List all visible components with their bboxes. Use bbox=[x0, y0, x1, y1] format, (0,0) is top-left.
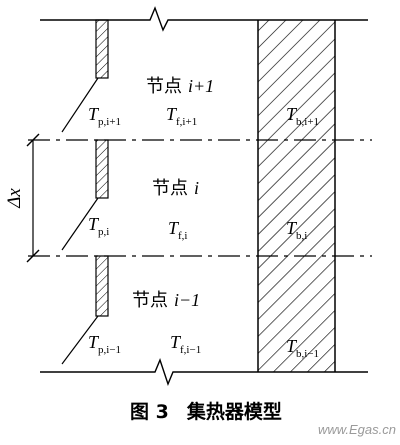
leader-line-top bbox=[61, 77, 99, 133]
node-index: i−1 bbox=[174, 290, 200, 310]
node-index: i+1 bbox=[188, 76, 214, 96]
tb-label-middle: Tb,i bbox=[286, 218, 307, 242]
top-boundary-line bbox=[40, 6, 368, 32]
node-word: 节点 bbox=[132, 290, 168, 311]
node-label-upper: 节点 i+1 bbox=[146, 76, 214, 97]
tp-label-lower: Tp,i−1 bbox=[88, 332, 121, 356]
leader-line-middle bbox=[61, 197, 99, 251]
tf-label-upper: Tf,i+1 bbox=[166, 104, 197, 128]
figure-title: 集热器模型 bbox=[186, 400, 282, 423]
leader-line-bottom bbox=[61, 315, 99, 365]
delta-x-label: Δx bbox=[4, 188, 25, 209]
node-label-middle: 节点 i bbox=[152, 178, 199, 199]
tf-label-middle: Tf,i bbox=[168, 218, 188, 242]
watermark: www.Egas.cn bbox=[318, 422, 396, 437]
back-plate bbox=[257, 20, 336, 372]
tf-label-lower: Tf,i−1 bbox=[170, 332, 201, 356]
bottom-boundary-line bbox=[40, 358, 368, 386]
absorber-plate-segment-middle bbox=[95, 139, 109, 199]
node-word: 节点 bbox=[152, 178, 188, 199]
node-label-lower: 节点 i−1 bbox=[132, 290, 200, 311]
tp-label-upper: Tp,i+1 bbox=[88, 104, 121, 128]
tb-label-lower: Tb,i−1 bbox=[286, 336, 319, 360]
figure-number: 图 3 bbox=[130, 401, 169, 423]
figure-caption: 图 3 集热器模型 bbox=[130, 400, 282, 423]
absorber-plate-segment-top bbox=[95, 19, 109, 79]
delta-x-dimension bbox=[26, 133, 40, 263]
tb-label-upper: Tb,i+1 bbox=[286, 104, 319, 128]
node-word: 节点 bbox=[146, 76, 182, 97]
absorber-plate-segment-bottom bbox=[95, 255, 109, 317]
tp-label-middle: Tp,i bbox=[88, 214, 109, 238]
node-index: i bbox=[194, 178, 199, 198]
